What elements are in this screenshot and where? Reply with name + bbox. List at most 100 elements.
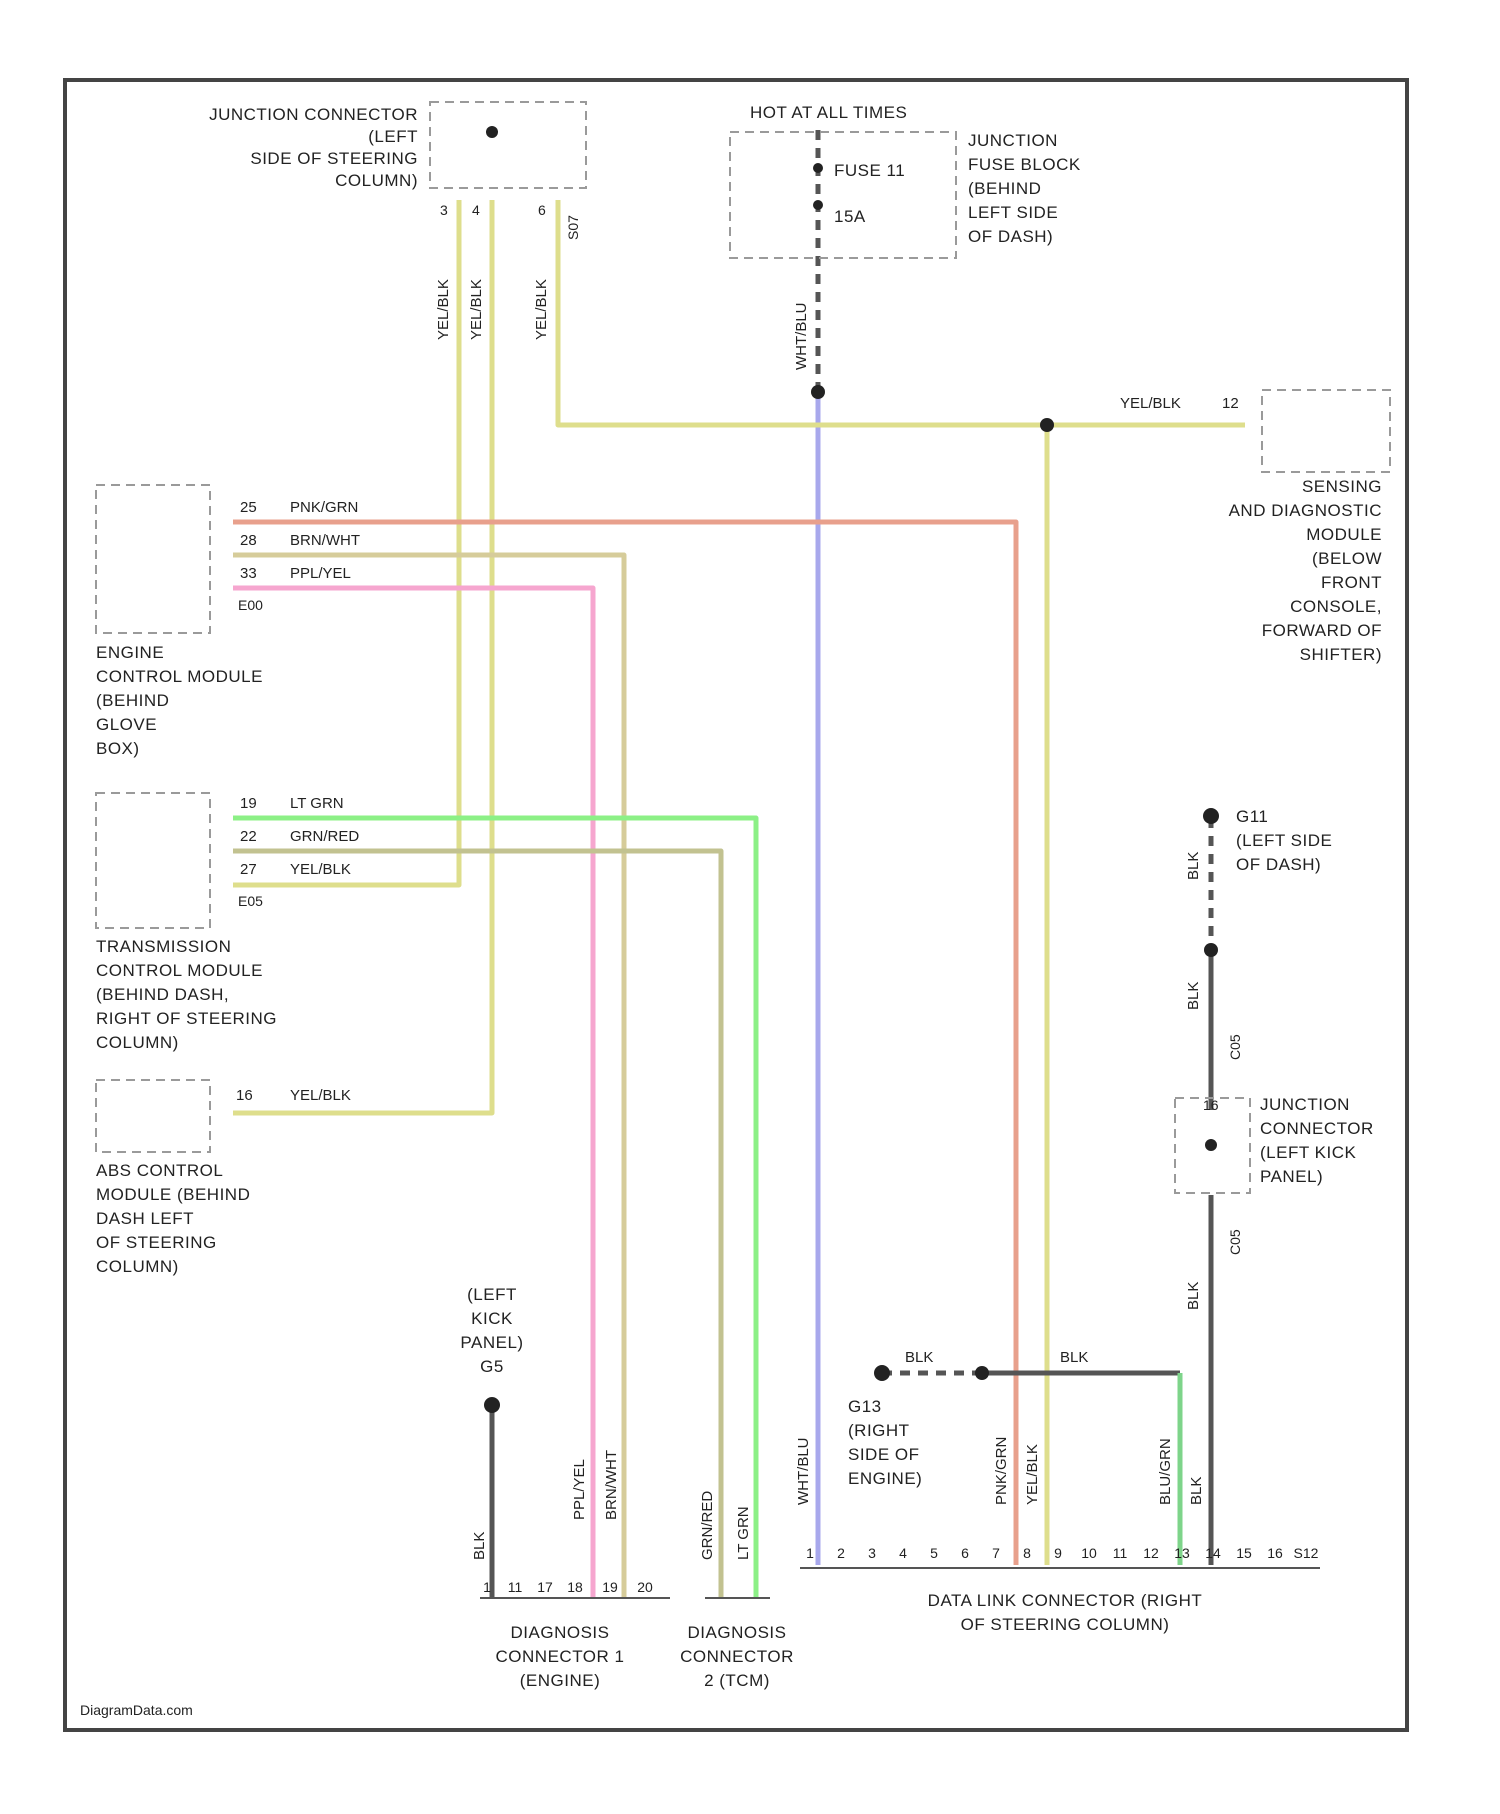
- wire-label: LT GRN: [735, 1506, 752, 1560]
- pin-label: 18: [567, 1579, 583, 1595]
- label-line: FRONT: [1321, 573, 1382, 592]
- dlc-pin-label: 5: [930, 1545, 938, 1561]
- watermark: DiagramData.com: [80, 1702, 193, 1718]
- abs-label: ABS CONTROL MODULE (BEHIND DASH LEFT OF …: [96, 1161, 250, 1276]
- pin-label: 6: [538, 202, 546, 218]
- pin-label: 19: [602, 1579, 618, 1595]
- wire-label: YEL/BLK: [290, 1087, 351, 1104]
- label-line: G5: [480, 1357, 504, 1376]
- wire-label: LT GRN: [290, 795, 344, 812]
- label-line: SIDE OF STEERING: [250, 149, 418, 168]
- ground-g5-dot: [484, 1397, 500, 1413]
- label-line: CONNECTOR: [1260, 1119, 1374, 1138]
- pin-label: 27: [240, 861, 257, 878]
- label-line: (LEFT: [467, 1285, 517, 1304]
- wire-grn-red: [233, 851, 721, 1598]
- label-line: TRANSMISSION: [96, 937, 231, 956]
- label-line: (LEFT KICK: [1260, 1143, 1356, 1162]
- label-line: OF DASH): [968, 227, 1053, 246]
- dlc-pin-label: 6: [961, 1545, 969, 1561]
- wire-label: PNK/GRN: [290, 499, 358, 516]
- label-line: FORWARD OF: [1262, 621, 1382, 640]
- pin-label: 19: [240, 795, 257, 812]
- label-line: MODULE: [1306, 525, 1382, 544]
- label-line: SENSING: [1302, 477, 1382, 496]
- diag1-pin-labels: 1 11 17 18 19 20: [483, 1579, 653, 1595]
- label-line: (BEHIND: [96, 691, 169, 710]
- wire-yel-blk-abs: [233, 200, 492, 1113]
- fuse-dot-top: [813, 163, 823, 173]
- wire-ppl-yel: [233, 588, 593, 1598]
- wire-label: BRN/WHT: [603, 1450, 620, 1520]
- dlc-pin-label: 14: [1205, 1545, 1221, 1561]
- label-line: OF STEERING: [96, 1233, 217, 1252]
- label-line: COLUMN): [96, 1033, 179, 1052]
- fuse-dot-bottom: [813, 200, 823, 210]
- wire-label: BLK: [1185, 852, 1202, 880]
- diagram-frame: [65, 80, 1407, 1730]
- label-line: (ENGINE): [520, 1671, 601, 1690]
- label-line: PANEL): [460, 1333, 523, 1352]
- label-line: CONNECTOR 1: [496, 1647, 625, 1666]
- label-line: G11: [1236, 807, 1268, 826]
- label-line: (LEFT: [368, 127, 418, 146]
- wire-label: BLK: [1188, 1477, 1205, 1505]
- diag2-label: DIAGNOSIS CONNECTOR 2 (TCM): [680, 1623, 794, 1690]
- label-line: (BEHIND: [968, 179, 1041, 198]
- dlc-pin-label: 12: [1143, 1545, 1159, 1561]
- splice-dot: [811, 385, 825, 399]
- wire-label: BLK: [1060, 1349, 1088, 1366]
- splice-dot: [486, 126, 498, 138]
- dlc-pin-label: 9: [1054, 1545, 1062, 1561]
- label-line: ENGINE: [96, 643, 164, 662]
- ground-g11-label: G11 (LEFT SIDE OF DASH): [1236, 807, 1332, 874]
- connector-ref: E05: [238, 893, 263, 909]
- label-line: (RIGHT: [848, 1421, 910, 1440]
- label-line: CONTROL MODULE: [96, 961, 263, 980]
- label-line: FUSE BLOCK: [968, 155, 1081, 174]
- wire-label: BLK: [905, 1349, 933, 1366]
- wire-label: BRN/WHT: [290, 532, 360, 549]
- wire-label: PPL/YEL: [571, 1459, 588, 1520]
- label-line: ENGINE): [848, 1469, 922, 1488]
- wire-label: BLK: [1185, 1282, 1202, 1310]
- wire-label: GRN/RED: [290, 828, 359, 845]
- kick-connector-dot: [1205, 1139, 1217, 1151]
- pin-label: 33: [240, 565, 257, 582]
- label-line: DASH LEFT: [96, 1209, 194, 1228]
- fuse-block-box: [730, 132, 956, 258]
- dlc-label: DATA LINK CONNECTOR (RIGHT OF STEERING C…: [928, 1591, 1203, 1634]
- connector-ref: C05: [1227, 1229, 1243, 1255]
- ecm-label: ENGINE CONTROL MODULE (BEHIND GLOVE BOX): [96, 643, 263, 758]
- splice-dot: [1040, 418, 1054, 432]
- label-line: GLOVE: [96, 715, 157, 734]
- dlc-pin-label: S12: [1294, 1545, 1319, 1561]
- wire-label: WHT/BLU: [795, 1438, 812, 1506]
- dlc-pin-label: 16: [1267, 1545, 1283, 1561]
- pin-label: 20: [637, 1579, 653, 1595]
- dlc-pin-label: 13: [1174, 1545, 1190, 1561]
- splice-dot: [975, 1366, 989, 1380]
- dlc-pin-label: 1: [806, 1545, 814, 1561]
- pin-label: 11: [508, 1579, 523, 1595]
- ground-g13-label: G13 (RIGHT SIDE OF ENGINE): [848, 1397, 922, 1488]
- connector-ref: C05: [1227, 1034, 1243, 1060]
- dlc-pin-label: 15: [1236, 1545, 1252, 1561]
- fuse-block-label: JUNCTION FUSE BLOCK (BEHIND LEFT SIDE OF…: [968, 131, 1081, 246]
- connector-ref: E00: [238, 597, 263, 613]
- wire-label: YEL/BLK: [1024, 1444, 1041, 1505]
- dlc-pin-label: 10: [1081, 1545, 1097, 1561]
- tcm-box: [96, 793, 210, 928]
- wire-label: PNK/GRN: [993, 1437, 1010, 1505]
- label-line: COLUMN): [96, 1257, 179, 1276]
- wire-label: YEL/BLK: [533, 279, 550, 340]
- label-line: OF DASH): [1236, 855, 1321, 874]
- label-line: SIDE OF: [848, 1445, 920, 1464]
- label-line: LEFT SIDE: [968, 203, 1058, 222]
- label-line: CONTROL MODULE: [96, 667, 263, 686]
- label-line: PANEL): [1260, 1167, 1323, 1186]
- label-line: RIGHT OF STEERING: [96, 1009, 277, 1028]
- pin-label: 12: [1222, 395, 1239, 412]
- label-line: JUNCTION: [1260, 1095, 1350, 1114]
